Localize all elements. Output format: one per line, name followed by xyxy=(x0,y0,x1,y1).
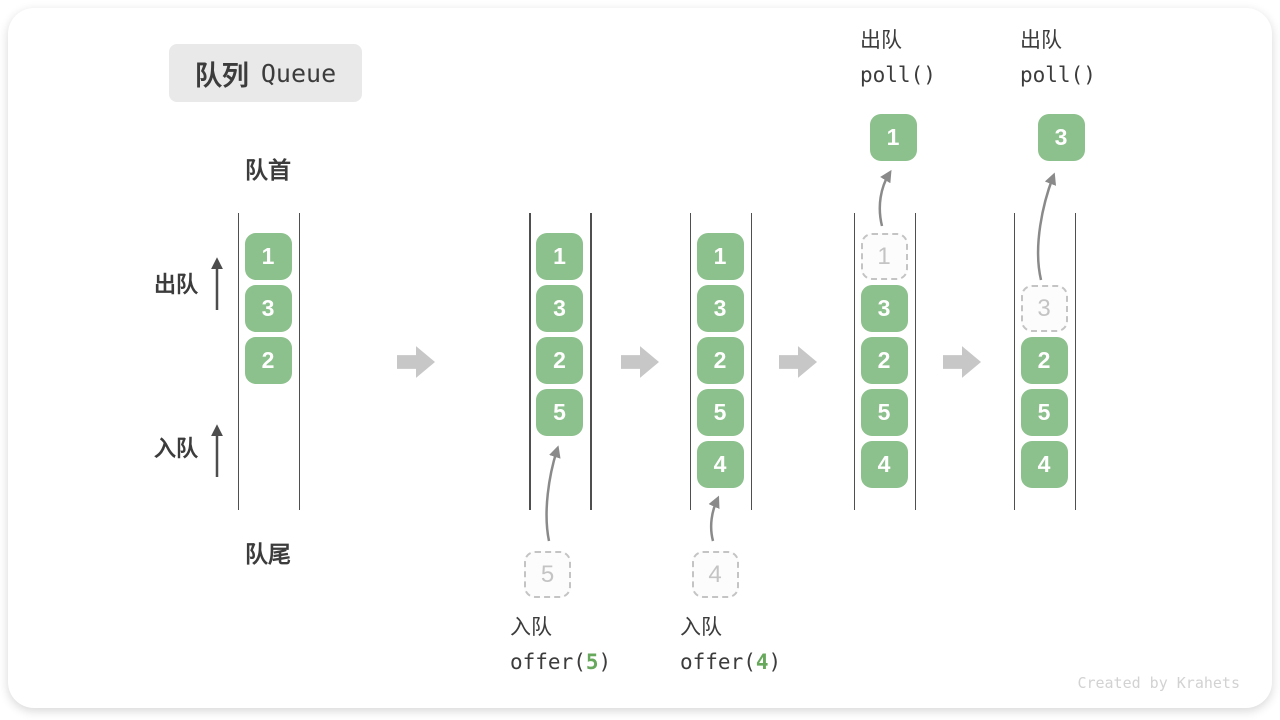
enqueue-annotation: 入队 offer(5) xyxy=(510,611,611,679)
queue-element: 1 xyxy=(536,233,583,280)
queue-element: 2 xyxy=(536,337,583,384)
queue-element: 4 xyxy=(1020,441,1068,488)
enqueue-arg-value: 4 xyxy=(755,650,769,674)
queue-container-left-line xyxy=(689,213,691,510)
incoming-element-dashed: 4 xyxy=(691,551,739,598)
enqueue-annotation-code: offer(4) xyxy=(680,650,782,674)
queue-rear-label: 队尾 xyxy=(245,541,291,567)
queue-element: 5 xyxy=(1020,389,1068,436)
queue-element-dashed: 3 xyxy=(1020,285,1068,332)
title-chinese: 队列 xyxy=(194,60,249,91)
queue-element: 2 xyxy=(860,337,908,384)
queue-element-dashed: 1 xyxy=(860,233,908,280)
queue-element: 1 xyxy=(244,233,292,280)
queue-container-right-line xyxy=(1074,213,1076,510)
queue-element: 2 xyxy=(1020,337,1068,384)
queue-element: 3 xyxy=(696,285,744,332)
queue-element: 2 xyxy=(244,337,292,384)
queue-container-left-line xyxy=(853,213,855,510)
watermark-credit: Created by Krahets xyxy=(1077,674,1240,692)
dequeue-annotation: 出队 poll() xyxy=(1020,24,1096,92)
enqueue-side-label: 入队 xyxy=(154,436,199,461)
dequeue-annotation: 出队 poll() xyxy=(860,24,936,92)
outgoing-element: 1 xyxy=(869,114,917,161)
outgoing-element: 3 xyxy=(1037,114,1085,161)
queue-container-left-line xyxy=(1013,213,1015,510)
queue-element: 3 xyxy=(860,285,908,332)
dequeue-annotation-code: poll() xyxy=(1020,63,1096,87)
queue-container-right-line xyxy=(914,213,916,510)
queue-element: 4 xyxy=(860,441,908,488)
dequeue-annotation-cn: 出队 xyxy=(860,29,902,52)
queue-element: 5 xyxy=(696,389,744,436)
queue-element: 3 xyxy=(536,285,583,332)
enqueue-annotation-code: offer(5) xyxy=(510,650,612,674)
title-badge: 队列 Queue xyxy=(169,44,362,102)
dequeue-annotation-code: poll() xyxy=(860,63,936,87)
dequeue-annotation-cn: 出队 xyxy=(1020,29,1062,52)
queue-container-left-line xyxy=(529,213,531,510)
queue-element: 4 xyxy=(696,441,744,488)
enqueue-arg-value: 5 xyxy=(585,650,599,674)
title-english: Queue xyxy=(260,58,337,88)
dequeue-side-label: 出队 xyxy=(154,272,199,297)
queue-container-right-line xyxy=(590,213,592,510)
queue-container-right-line xyxy=(750,213,752,510)
enqueue-annotation: 入队 offer(4) xyxy=(680,611,781,679)
queue-element: 1 xyxy=(696,233,744,280)
queue-element: 2 xyxy=(696,337,744,384)
enqueue-annotation-cn: 入队 xyxy=(510,616,552,639)
queue-front-label: 队首 xyxy=(245,157,291,183)
queue-element: 3 xyxy=(244,285,292,332)
enqueue-annotation-cn: 入队 xyxy=(680,616,722,639)
incoming-element-dashed: 5 xyxy=(524,551,571,598)
queue-element: 5 xyxy=(860,389,908,436)
queue-container-right-line xyxy=(298,213,300,510)
queue-element: 5 xyxy=(536,389,583,436)
queue-container-left-line xyxy=(237,213,239,510)
